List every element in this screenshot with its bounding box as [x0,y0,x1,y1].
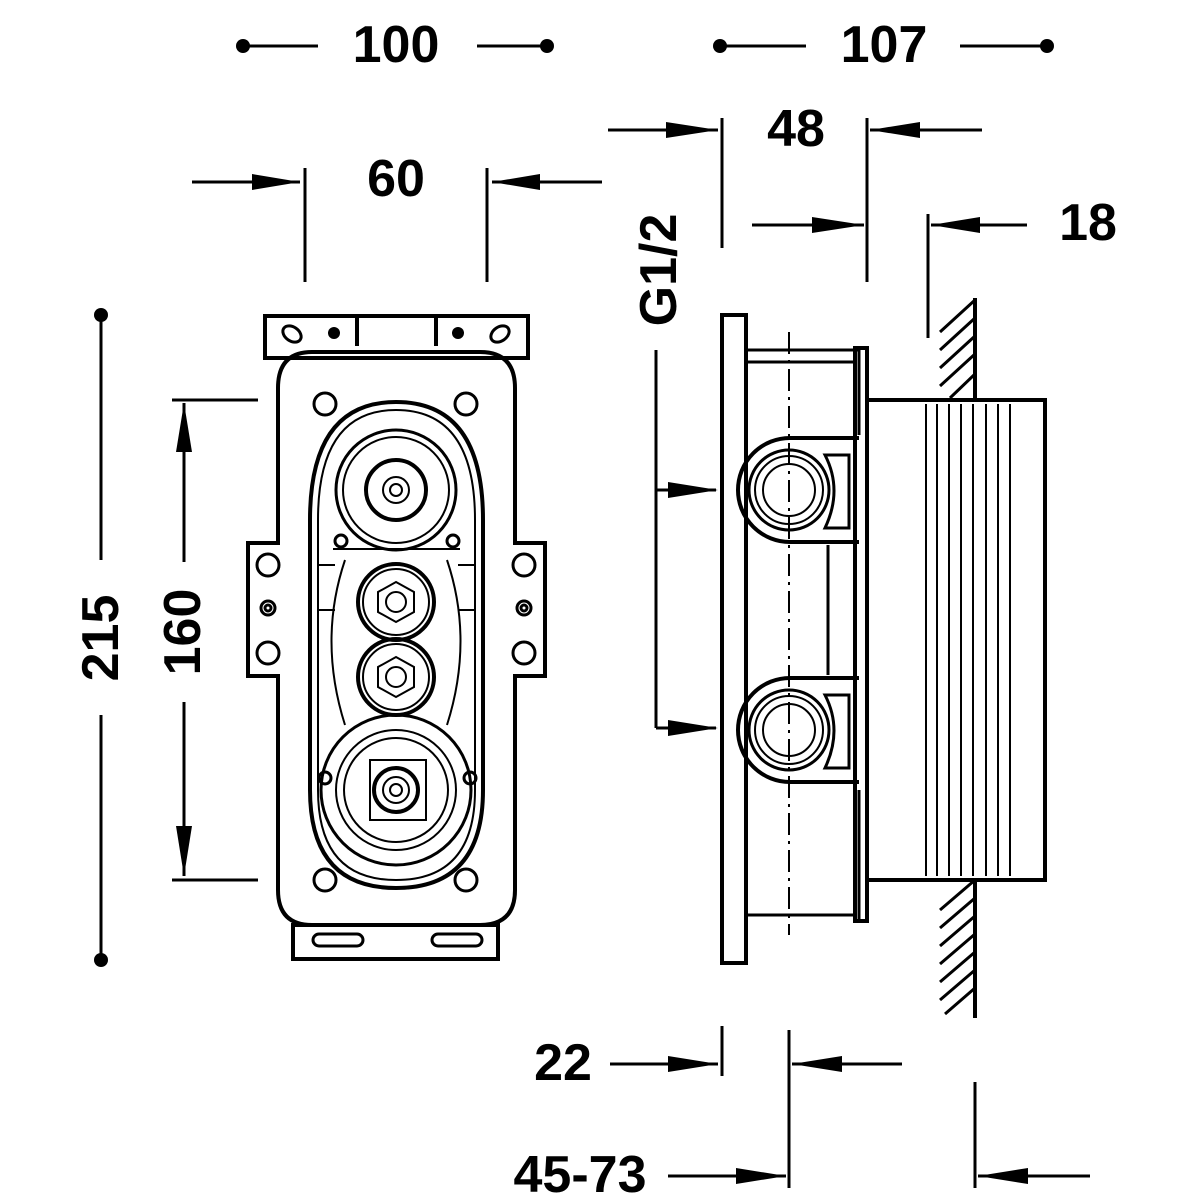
dim-label-18: 18 [1059,194,1117,252]
screw-hole [452,327,464,339]
dim-label-g12: G1/2 [630,214,688,327]
dim-label-60: 60 [367,150,425,208]
dim-side-overall-depth: 107 [713,16,1054,74]
dim-front-overall-width: 100 [236,16,554,74]
arrowhead [176,826,192,876]
wall-section [938,298,977,1018]
arrowhead [668,720,718,736]
arrowhead [666,122,718,138]
dim-front-inlet-spacing: 160 [154,398,258,882]
thread-lines [925,404,1011,876]
dim-label-215: 215 [72,595,130,682]
front-view [246,314,547,961]
dim-label-45-73: 45-73 [514,1146,647,1200]
slot-hole [311,932,365,948]
dim-label-22: 22 [534,1034,592,1092]
arrowhead [252,174,300,190]
dim-thread-size: G1/2 [630,214,718,736]
dim-front-mounting-width: 60 [192,150,602,282]
dim-label-160: 160 [154,589,212,676]
slot-hole [281,324,303,344]
side-view [720,298,1047,1018]
dim-side-body-depth: 48 [608,100,982,282]
dim-label-48: 48 [767,100,825,158]
arrowhead [736,1168,786,1184]
dim-label-107: 107 [841,16,928,74]
slot-hole [489,324,511,344]
dim-installation-depth: 45-73 [514,1082,1090,1200]
arrowhead [668,482,718,498]
dim-side-inlet-offset: 22 [534,1026,902,1188]
dim-wall-finish-offset: 18 [926,194,1117,338]
screw-hole [328,327,340,339]
dim-front-overall-height: 215 [72,308,130,967]
slot-hole [430,932,484,948]
arrowhead [668,1056,718,1072]
arrowhead [812,217,864,233]
dim-label-100: 100 [353,16,440,74]
